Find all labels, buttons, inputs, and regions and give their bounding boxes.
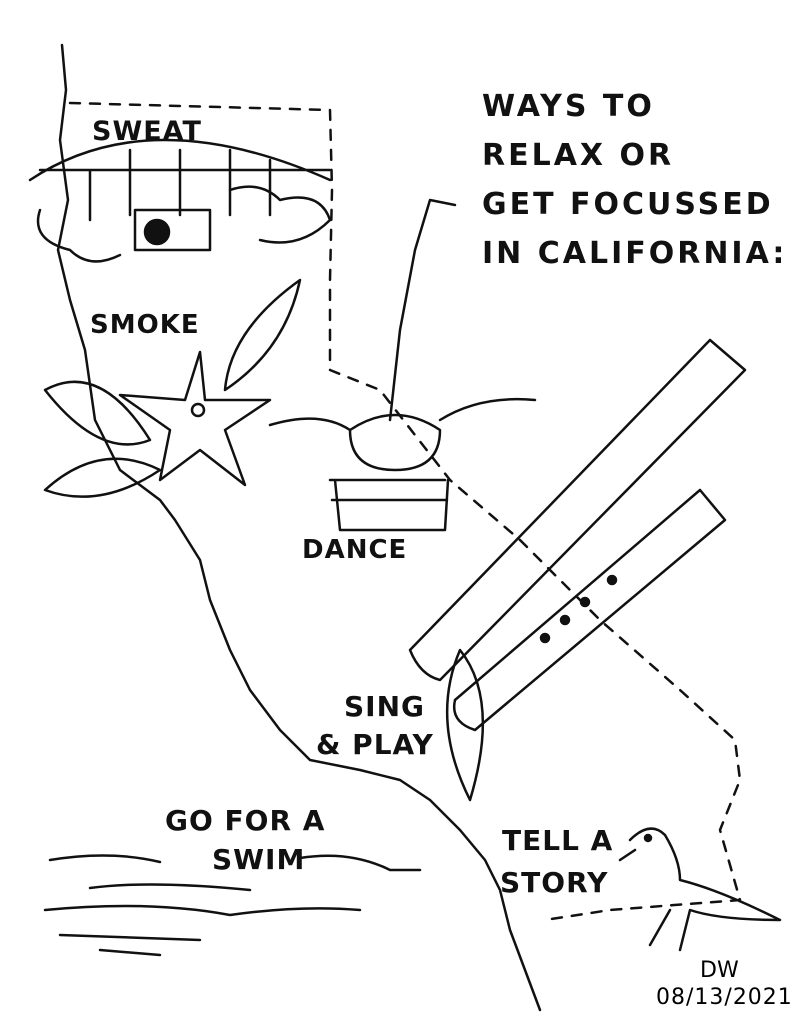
sweat-lodge-door <box>143 218 171 246</box>
label-dance: DANCE <box>302 535 408 565</box>
title-line: GET FOCUSSED <box>482 187 774 222</box>
title: WAYS TO RELAX OR GET FOCUSSED IN CALIFOR… <box>482 82 787 278</box>
water-waves <box>43 854 422 957</box>
drawing-date: 08/13/2021 <box>656 985 791 1010</box>
tobacco-leaf <box>43 380 152 446</box>
flute-large <box>408 338 747 682</box>
label-swim: SWIM <box>212 843 306 876</box>
sweat-lodge-bushes <box>36 185 332 263</box>
tobacco-leaf <box>43 457 162 498</box>
label-story: STORY <box>500 866 609 899</box>
label-sing: SING <box>344 690 425 723</box>
artist-signature: DW <box>700 958 739 983</box>
dance-roach <box>328 413 450 532</box>
tobacco-flower <box>118 350 272 487</box>
label-play: & PLAY <box>316 728 434 761</box>
label-go-for-a: GO FOR A <box>165 804 326 837</box>
title-line: RELAX OR <box>482 138 675 173</box>
title-line: IN CALIFORNIA: <box>482 236 788 271</box>
label-smoke: SMOKE <box>90 310 200 340</box>
flute-leaf <box>445 648 485 802</box>
label-sweat: SWEAT <box>92 116 202 147</box>
roadrunner <box>618 827 782 952</box>
title-line: WAYS TO <box>482 89 655 124</box>
label-tell-a: TELL A <box>502 824 614 857</box>
sweat-lodge <box>28 138 332 252</box>
dance-feather-stem <box>388 198 457 422</box>
tobacco-leaf <box>223 278 302 392</box>
coastline <box>56 43 542 1012</box>
state-border <box>68 101 742 922</box>
flute-small <box>452 488 727 732</box>
